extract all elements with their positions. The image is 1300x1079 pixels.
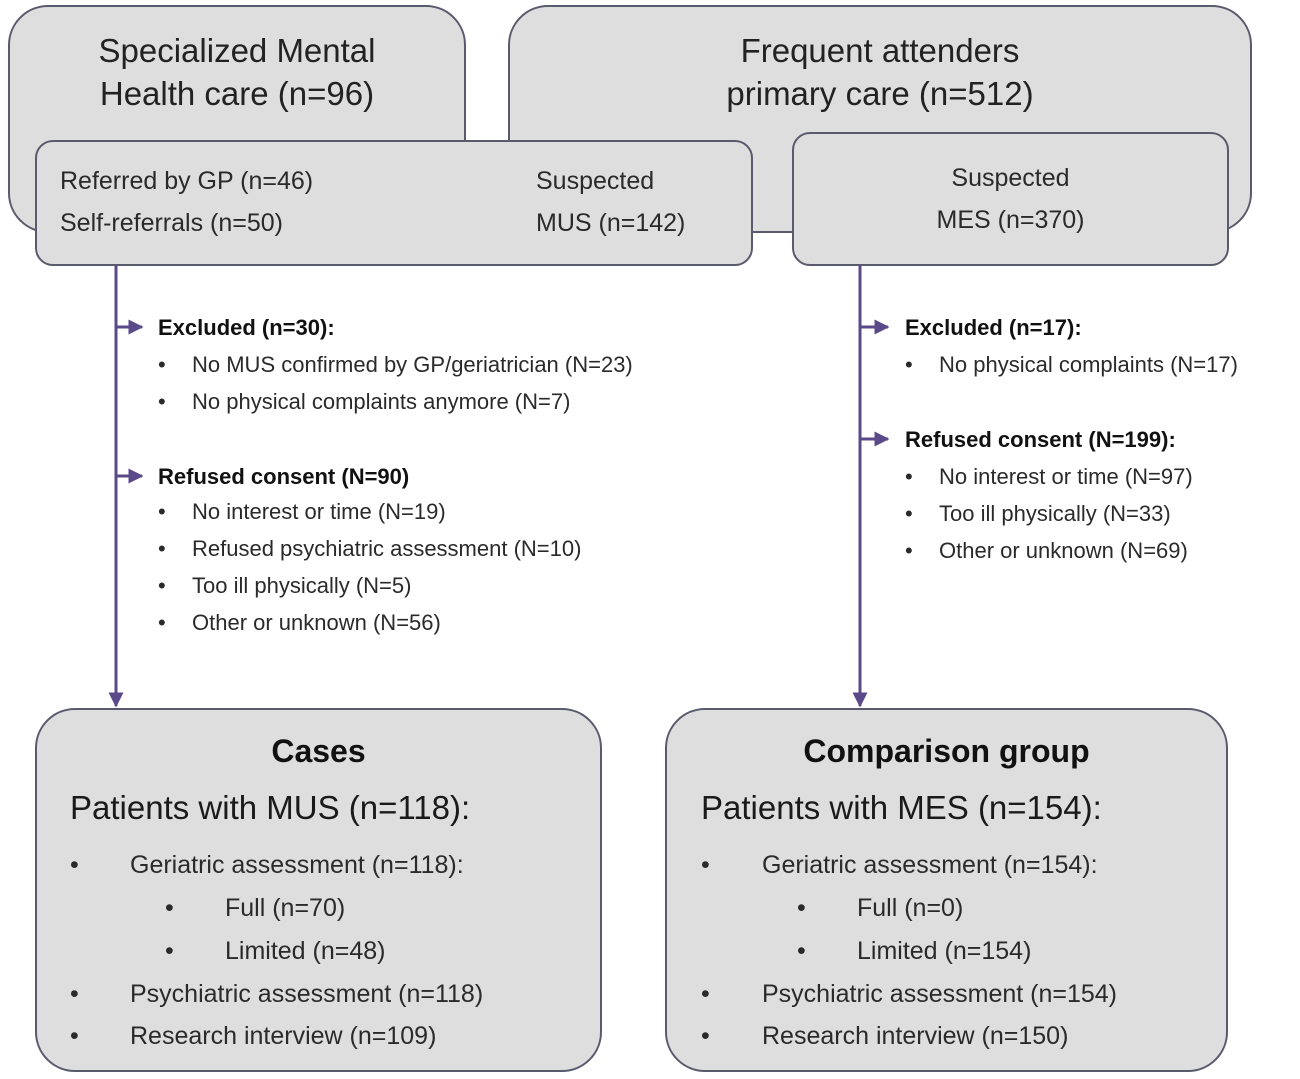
bullet-icon: •	[905, 352, 913, 377]
self-referrals: Self-referrals (n=50)	[60, 209, 283, 237]
bullet-icon: •	[701, 851, 710, 879]
cases-item-limited: •Limited (n=48)	[165, 937, 386, 965]
bullet-icon: •	[158, 573, 166, 598]
bullet-icon: •	[701, 980, 710, 1008]
right-refused-item: •Other or unknown (N=69)	[905, 538, 1188, 563]
frequent-attenders-title: Frequent attenders primary care (n=512)	[508, 29, 1252, 115]
suspected-mus-label1: Suspected	[536, 167, 655, 195]
cases-item-geriatric: •Geriatric assessment (n=118):	[70, 851, 464, 879]
comparison-title: Comparison group	[803, 733, 1090, 769]
cases-item-research: •Research interview (n=109)	[70, 1022, 437, 1050]
left-excluded-item: •No physical complaints anymore (N=7)	[158, 389, 571, 414]
right-refused-item: •No interest or time (N=97)	[905, 464, 1193, 489]
cases-title: Cases	[271, 733, 366, 769]
bullet-icon: •	[158, 536, 166, 561]
box-comparison-group	[665, 708, 1228, 1072]
bullet-icon: •	[905, 501, 913, 526]
comparison-item-research: •Research interview (n=150)	[701, 1022, 1069, 1050]
cases-item-full: •Full (n=70)	[165, 894, 346, 922]
comparison-item-psychiatric: •Psychiatric assessment (n=154)	[701, 980, 1118, 1008]
box-cases	[35, 708, 602, 1072]
bullet-icon: •	[70, 1022, 79, 1050]
right-refused-item: •Too ill physically (N=33)	[905, 501, 1171, 526]
left-refused-item: •Too ill physically (N=5)	[158, 573, 412, 598]
left-refused-item: •Other or unknown (N=56)	[158, 610, 441, 635]
right-excluded-heading: Excluded (n=17):	[905, 315, 1082, 340]
frequent-title-line1: Frequent attenders	[740, 32, 1020, 69]
frequent-title-line2: primary care (n=512)	[726, 75, 1034, 112]
specialized-title: Specialized Mental Health care (n=96)	[8, 29, 466, 115]
box-referrals-suspected-mus	[35, 140, 753, 266]
bullet-icon: •	[797, 937, 806, 965]
cases-item-psychiatric: •Psychiatric assessment (n=118)	[70, 980, 484, 1008]
left-excluded-heading: Excluded (n=30):	[158, 315, 335, 340]
bullet-icon: •	[70, 980, 79, 1008]
suspected-mus-label2: MUS (n=142)	[536, 209, 686, 237]
specialized-title-line2: Health care (n=96)	[99, 75, 375, 112]
cases-subtitle: Patients with MUS (n=118):	[70, 789, 471, 826]
left-refused-item: •Refused psychiatric assessment (N=10)	[158, 536, 582, 561]
right-excluded-item: •No physical complaints (N=17)	[905, 352, 1238, 377]
right-refused-heading: Refused consent (N=199):	[905, 427, 1176, 452]
comparison-item-geriatric: •Geriatric assessment (n=154):	[701, 851, 1098, 879]
bullet-icon: •	[701, 1022, 710, 1050]
bullet-icon: •	[158, 389, 166, 414]
bullet-icon: •	[905, 464, 913, 489]
left-refused-heading: Refused consent (N=90)	[158, 464, 410, 489]
bullet-icon: •	[165, 937, 174, 965]
bullet-icon: •	[905, 538, 913, 563]
suspected-mes-label2: MES (n=370)	[936, 206, 1085, 234]
comparison-subtitle: Patients with MES (n=154):	[701, 789, 1102, 826]
suspected-mes-label1: Suspected	[951, 164, 1070, 192]
bullet-icon: •	[158, 352, 166, 377]
bullet-icon: •	[165, 894, 174, 922]
specialized-title-line1: Specialized Mental	[98, 32, 376, 69]
box-suspected-mes	[792, 132, 1229, 266]
bullet-icon: •	[158, 610, 166, 635]
comparison-item-full: •Full (n=0)	[797, 894, 964, 922]
bullet-icon: •	[158, 499, 166, 524]
comparison-item-limited: •Limited (n=154)	[797, 937, 1032, 965]
referred-by-gp: Referred by GP (n=46)	[60, 167, 314, 195]
left-excluded-item: •No MUS confirmed by GP/geriatrician (N=…	[158, 352, 633, 377]
bullet-icon: •	[797, 894, 806, 922]
bullet-icon: •	[70, 851, 79, 879]
left-refused-item: •No interest or time (N=19)	[158, 499, 446, 524]
